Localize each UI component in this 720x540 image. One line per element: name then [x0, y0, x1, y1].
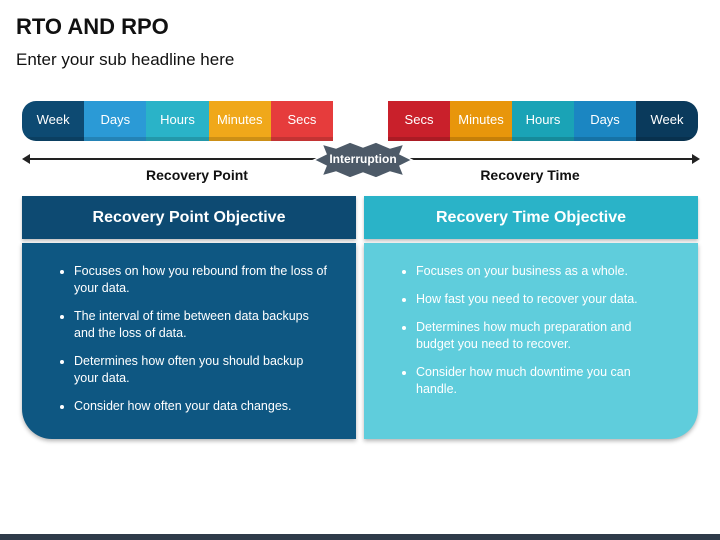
list-item: How fast you need to recover your data.	[416, 291, 672, 308]
timeline-segment-label: Hours	[525, 111, 561, 127]
timeline-segment: Week	[22, 101, 85, 141]
timeline-segment: Minutes	[208, 101, 271, 141]
rpo-bullet-list: Focuses on how you rebound from the loss…	[52, 263, 330, 415]
timeline-segment: Days	[574, 101, 636, 141]
rto-panel-body: Focuses on your business as a whole. How…	[364, 243, 698, 439]
list-item: The interval of time between data backup…	[74, 308, 330, 342]
rpo-panel-body: Focuses on how you rebound from the loss…	[22, 243, 356, 439]
recovery-time-label: Recovery Time	[480, 167, 580, 183]
page-subtitle: Enter your sub headline here	[16, 50, 235, 69]
timeline-segment-label: Hours	[160, 111, 195, 127]
list-item: Determines how much preparation and budg…	[416, 319, 672, 353]
timeline-segment: Hours	[146, 101, 209, 141]
timeline-segment: Hours	[512, 101, 574, 141]
recovery-point-timeline: Week Days Hours Minutes Secs	[22, 101, 333, 141]
rto-panel-title: Recovery Time Objective	[364, 196, 698, 239]
list-item: Focuses on your business as a whole.	[416, 263, 672, 280]
timeline-segment-label: Days	[100, 111, 131, 127]
timeline-segment-label: Week	[650, 111, 684, 127]
page-title: RTO AND RPO	[16, 14, 169, 39]
rto-bullet-list: Focuses on your business as a whole. How…	[394, 263, 672, 398]
timeline-segment-label: Week	[36, 111, 70, 127]
timeline-segment-label: Minutes	[458, 111, 504, 127]
recovery-point-label: Recovery Point	[146, 167, 248, 183]
list-item: Consider how often your data changes.	[74, 398, 330, 415]
right-arrow-icon	[692, 154, 700, 164]
left-arrow-icon	[22, 154, 30, 164]
list-item: Focuses on how you rebound from the loss…	[74, 263, 330, 297]
timeline-segment-label: Secs	[404, 111, 434, 127]
timeline-segment: Secs	[388, 101, 450, 141]
timeline-segment-label: Days	[590, 111, 620, 127]
recovery-time-timeline: Secs Minutes Hours Days Week	[388, 101, 698, 141]
timeline-segment: Minutes	[450, 101, 512, 141]
timeline-segment: Days	[84, 101, 147, 141]
list-item: Determines how often you should backup y…	[74, 353, 330, 387]
recovery-point-axis-line	[26, 158, 326, 160]
timeline-segment-label: Secs	[287, 111, 317, 127]
interruption-label: Interruption	[329, 152, 397, 166]
timeline-segment: Secs	[270, 101, 333, 141]
interruption-burst-icon	[312, 141, 414, 179]
list-item: Consider how much downtime you can handl…	[416, 364, 672, 398]
timeline-segment: Week	[636, 101, 698, 141]
footer-bar	[0, 534, 720, 540]
recovery-time-axis-line	[410, 158, 696, 160]
interruption-burst-shape	[312, 141, 414, 179]
timeline-segment-label: Minutes	[216, 111, 263, 127]
rpo-panel-title: Recovery Point Objective	[22, 196, 356, 239]
